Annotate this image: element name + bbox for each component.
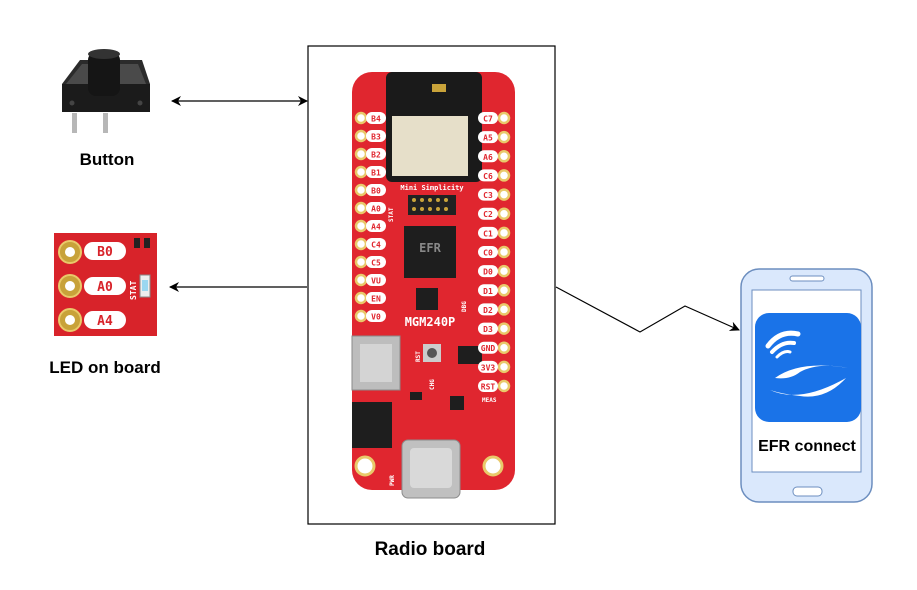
right-pin-label: RST (481, 383, 496, 392)
right-pin-group: C7A5A6C6C3C2C1C0D0D1D2D3GND 3V3RST (478, 112, 509, 392)
right-pin-hole (499, 228, 509, 238)
radio-board-label: Radio board (330, 539, 530, 561)
left-pin-hole (356, 293, 366, 303)
board-name-label: MGM240P (405, 315, 456, 329)
led-pin-label: B0 (97, 245, 113, 260)
right-pin-label: GND (481, 344, 496, 353)
left-pin-label: A0 (371, 205, 381, 214)
right-pin-label: C3 (483, 191, 493, 200)
rst-small-label: RST (415, 351, 422, 362)
dbg-label: DBG (461, 301, 468, 312)
led-image: B0 A0 A4 STAT (54, 233, 157, 336)
led-pin-label: A4 (97, 314, 113, 329)
chg-label: CHG (429, 379, 436, 390)
right-pin-label: C1 (483, 229, 493, 238)
led-stat-label: STAT (129, 281, 138, 300)
radio-board-image: Mini Simplicity EFR MGM240P STAT DBG CHG (352, 72, 515, 498)
led-pin-label: A0 (97, 280, 113, 295)
right-pin-hole (499, 285, 509, 295)
right-pin-hole (499, 151, 509, 161)
right-pin-hole (499, 381, 509, 391)
chip-marking: EFR (419, 241, 441, 255)
efr-connect-label: EFR connect (748, 438, 866, 456)
mini-simplicity-label: Mini Simplicity (400, 184, 464, 192)
left-pin-hole (356, 257, 366, 267)
left-pin-hole (356, 149, 366, 159)
left-pin-hole (356, 203, 366, 213)
right-pin-hole (499, 170, 509, 180)
button-label: Button (60, 150, 154, 170)
right-pin-hole (499, 324, 509, 334)
left-pin-label: B3 (371, 133, 381, 142)
meas-label: MEAS (482, 397, 497, 404)
pwr-label: PWR (389, 475, 396, 486)
button-image (62, 49, 150, 133)
right-pin-hole (499, 209, 509, 219)
right-pin-label: C0 (483, 249, 493, 258)
left-pin-hole (356, 275, 366, 285)
right-pin-hole (499, 113, 509, 123)
right-pin-label: 3V3 (481, 363, 496, 372)
left-pin-hole (356, 167, 366, 177)
left-pin-hole (356, 185, 366, 195)
right-pin-label: A5 (483, 134, 493, 143)
efr-connect-app-icon[interactable] (755, 313, 861, 422)
right-pin-label: D1 (483, 287, 493, 296)
right-pin-hole (499, 247, 509, 257)
right-pin-label: D2 (483, 306, 493, 315)
left-pin-label: EN (371, 295, 381, 304)
left-pin-label: B0 (371, 187, 381, 196)
right-pin-hole (499, 132, 509, 142)
left-pin-hole (356, 221, 366, 231)
left-pin-label: V0 (371, 313, 381, 322)
right-pin-hole (499, 304, 509, 314)
right-pin-hole (499, 362, 509, 372)
left-pin-label: A4 (371, 223, 381, 232)
left-pin-label: B1 (371, 169, 381, 178)
left-pin-label: VU (371, 277, 381, 286)
left-pin-hole (356, 239, 366, 249)
right-pin-label: C6 (483, 172, 493, 181)
right-pin-label: A6 (483, 153, 493, 162)
right-pin-label: D3 (483, 325, 493, 334)
led-label: LED on board (40, 358, 170, 378)
left-pin-label: C4 (371, 241, 381, 250)
phone-image (741, 269, 872, 502)
left-pin-hole (356, 311, 366, 321)
stat-label: STAT (388, 207, 395, 222)
board-to-phone-connector (556, 287, 739, 332)
right-pin-hole (499, 266, 509, 276)
left-pin-label: C5 (371, 259, 381, 268)
right-pin-label: D0 (483, 268, 493, 277)
left-pin-hole (356, 131, 366, 141)
right-pin-hole (499, 190, 509, 200)
left-pin-label: B2 (371, 151, 381, 160)
left-pin-hole (356, 113, 366, 123)
right-pin-label: C7 (483, 115, 493, 124)
right-pin-label: C2 (483, 210, 493, 219)
left-pin-label: B4 (371, 115, 381, 124)
right-pin-hole (499, 343, 509, 353)
